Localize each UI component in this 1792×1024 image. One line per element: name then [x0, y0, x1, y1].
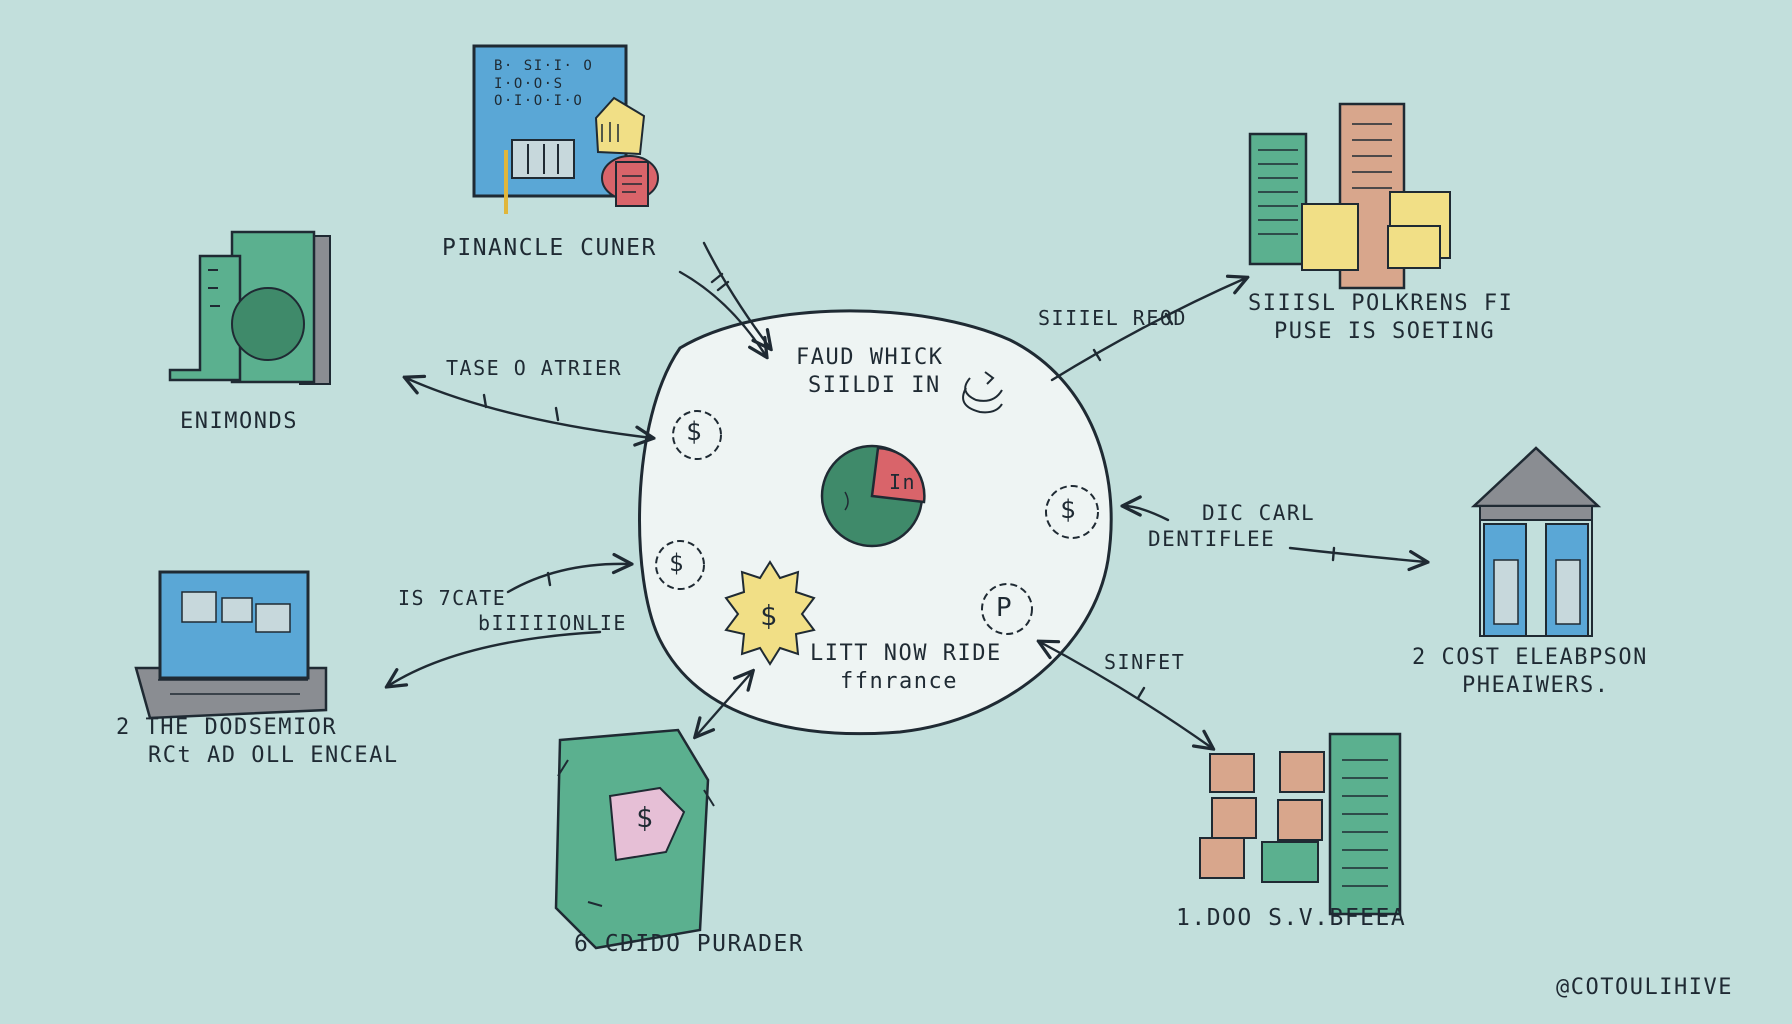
arrow-label-right-line2: DENTIFLEE [1148, 527, 1276, 552]
ledger-line-3: O·I·O·I·O [494, 93, 584, 109]
arrow-label-top-left: TASE O ATRIER [446, 356, 623, 380]
dollar-coin-3-icon [1045, 485, 1099, 539]
signature: @COTOULIHIVE [1556, 975, 1733, 1000]
arrow-label-left: IS 7CATE bIIIIIONLIE [398, 586, 627, 636]
dollar-coin-2-icon [655, 540, 705, 590]
coin-stack-icon [962, 371, 1003, 414]
arrow-top-right [1050, 278, 1246, 382]
bank-building-icon [1470, 446, 1602, 637]
arrow-bottom [696, 672, 752, 736]
ledger-text: B· SI·I· O I·O·O·S O·I·O·I·O [494, 58, 593, 111]
dollar-coin-3-glyph: $ [1060, 495, 1078, 525]
arrow-left-lower [388, 630, 602, 686]
arrow-label-top-right: SIIIEL REOD [1038, 306, 1187, 330]
center-title: FAUD WHICK SIILDI IN [796, 344, 943, 399]
center-bottom-line1: LITT NOW RIDE [810, 641, 1002, 666]
arrow-right-lower [1288, 546, 1426, 562]
sheet-dollar-glyph: $ [636, 801, 655, 834]
center-bottom-line2: ffnrance [840, 668, 958, 694]
arrows [388, 241, 1426, 748]
node-label-top-right-line2: PUSE IS SOETING [1274, 318, 1496, 344]
arrow-label-right: DIC CARL DENTIFLEE [1148, 500, 1315, 553]
ledger-sheet-icon [472, 44, 659, 214]
sun-badge-icon [724, 560, 816, 666]
money-sheet-icon [554, 728, 715, 950]
center-title-line1: FAUD WHICK [796, 345, 944, 370]
node-label-left-line1: 2 THE DODSEMIOR [116, 715, 338, 740]
node-label-right-line2: PHEAIWERS. [1462, 672, 1610, 698]
center-bottom-text: LITT NOW RIDE ffnrance [810, 640, 1002, 695]
sun-dollar-glyph: $ [760, 599, 779, 632]
coin-p-glyph: P [996, 593, 1014, 623]
center-title-line2: SIILDI IN [808, 372, 941, 398]
arrow-top-b [678, 270, 766, 356]
node-label-right: 2 COST ELEABPSON PHEAIWERS. [1412, 644, 1648, 699]
arrow-label-left-line1: IS 7CATE [398, 586, 507, 610]
arrow-label-left-line2: bIIIIIONLIE [478, 611, 627, 635]
arrow-left-upper [506, 564, 630, 594]
arrow-bottom-right [1040, 642, 1212, 748]
coin-p-icon [981, 583, 1033, 635]
node-label-right-line1: 2 COST ELEABPSON [1412, 645, 1648, 670]
pie-chart-icon [820, 444, 926, 548]
arrow-top-left [406, 378, 652, 438]
node-label-top-right: SIIISL POLKRENS FI PUSE IS SOETING [1248, 290, 1513, 345]
document-stacks-icon [1248, 102, 1451, 290]
node-label-left-line2: RCt AD OLL ENCEAL [148, 742, 399, 768]
node-label-top: PINANCLE CUNER [442, 235, 657, 261]
center-hub [638, 309, 1113, 736]
arrow-right-upper [1124, 506, 1170, 522]
dollar-coin-2-glyph: $ [669, 549, 685, 577]
node-label-top-right-line1: SIIISL POLKRENS FI [1248, 291, 1514, 316]
laptop-icon [134, 570, 328, 720]
node-label-bottom: 6 CDIDO PURADER [574, 931, 805, 957]
ledger-line-1: B· SI·I· O [494, 58, 594, 74]
ledger-line-2: I·O·O·S [494, 75, 564, 92]
node-label-left: 2 THE DODSEMIOR RCt AD OLL ENCEAL [116, 714, 399, 769]
pie-label: In [889, 470, 917, 494]
arrow-label-bottom-right: SINFET [1104, 650, 1186, 674]
dollar-coin-1-icon [672, 410, 722, 460]
dollar-coin-1-glyph: $ [686, 417, 704, 447]
file-cabinet-icon [1199, 732, 1402, 916]
arrow-label-right-line1: DIC CARL [1202, 501, 1316, 525]
green-book-icon [168, 230, 331, 385]
node-label-bottom-right: 1.DOO S.V.BFEEA [1176, 905, 1407, 931]
node-label-top-left: ENIMONDS [180, 409, 298, 434]
